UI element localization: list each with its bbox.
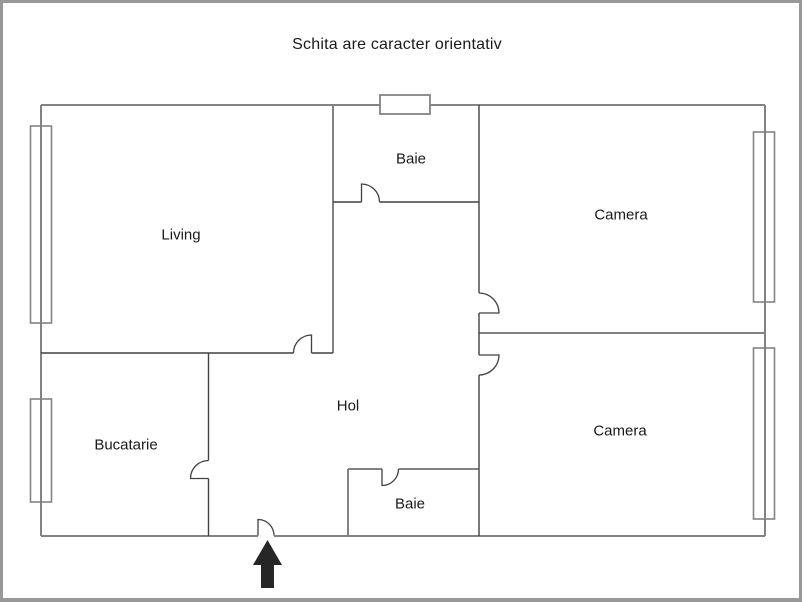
door-symbol xyxy=(381,468,400,487)
window-symbol xyxy=(752,131,776,303)
door-symbol xyxy=(292,334,313,354)
door-symbol xyxy=(257,518,275,536)
room-label-camera-bottom: Camera xyxy=(593,422,647,440)
room-label-bucatarie: Bucatarie xyxy=(94,436,158,454)
room-label-baie-bottom: Baie xyxy=(394,495,426,513)
room-label-baie-top: Baie xyxy=(395,150,427,168)
window-symbol xyxy=(29,125,53,324)
plan-disclaimer-title: Schita are caracter orientativ xyxy=(292,36,502,53)
entrance-arrow-icon xyxy=(253,540,282,588)
window-symbol xyxy=(379,94,431,115)
room-label-hol: Hol xyxy=(336,397,360,415)
door-symbol xyxy=(478,292,500,314)
room-label-living: Living xyxy=(161,226,201,244)
door-symbol xyxy=(360,183,381,203)
window-symbol xyxy=(29,398,53,503)
room-label-camera-top: Camera xyxy=(594,206,648,224)
door-symbol xyxy=(478,354,500,376)
window-symbol xyxy=(752,347,776,520)
door-symbol xyxy=(189,459,209,480)
